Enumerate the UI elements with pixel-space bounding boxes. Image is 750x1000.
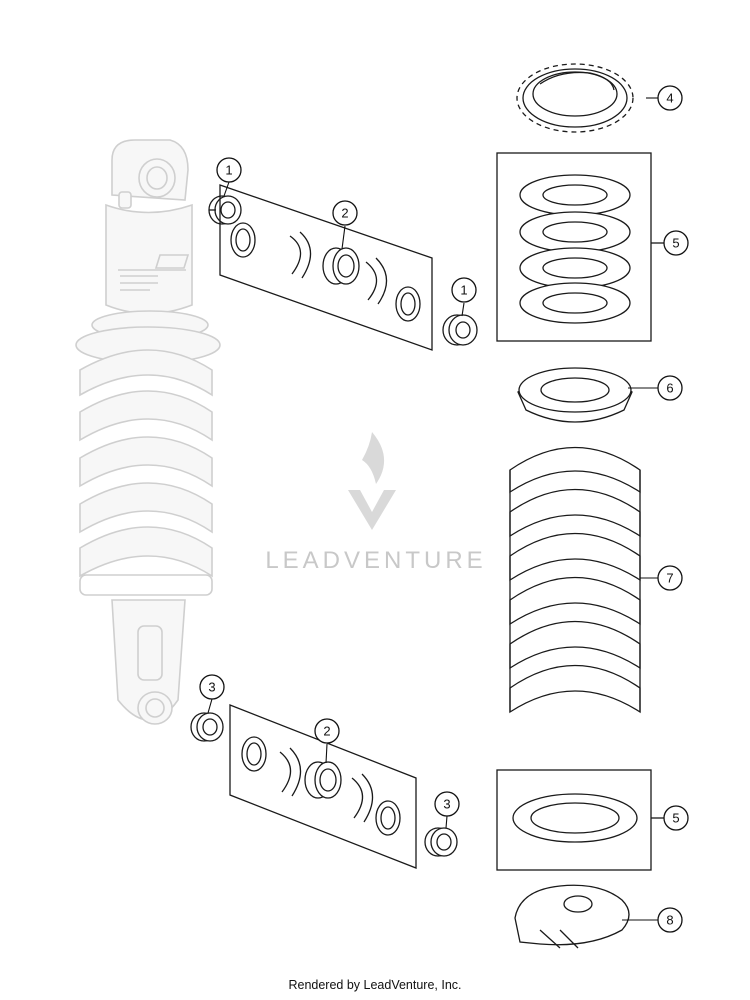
- callout-7: 7: [657, 565, 683, 591]
- shock-spring-drawing: [79, 349, 213, 596]
- part-5-washer-lower: [496, 769, 664, 871]
- callout-label: 7: [666, 571, 673, 586]
- callout-3-lower-right: 3: [434, 791, 460, 817]
- callout-label: 3: [208, 680, 215, 695]
- callout-2-upper: 2: [332, 200, 358, 226]
- callout-label: 2: [341, 206, 348, 221]
- callout-6: 6: [657, 375, 683, 401]
- callout-5-upper: 5: [663, 230, 689, 256]
- callout-5-lower: 5: [663, 805, 689, 831]
- callout-1-upper-left: 1: [216, 157, 242, 183]
- part-3-bushing-lower-right: [424, 827, 458, 857]
- callout-4: 4: [657, 85, 683, 111]
- footer-credit: Rendered by LeadVenture, Inc.: [288, 978, 462, 992]
- leadventure-watermark: LEADVENTURE: [265, 432, 486, 574]
- part-4-adjusting-nut: [516, 63, 634, 133]
- callout-label: 3: [443, 797, 450, 812]
- callout-label: 5: [672, 236, 679, 251]
- callout-2-lower: 2: [314, 718, 340, 744]
- callout-label: 6: [666, 381, 673, 396]
- callout-label: 1: [460, 283, 467, 298]
- part-6-spring-seat: [517, 367, 633, 423]
- callout-8: 8: [657, 907, 683, 933]
- part-8-spring-retainer: [514, 884, 630, 949]
- callout-label: 1: [225, 163, 232, 178]
- part-7-main-spring: [509, 446, 641, 714]
- leader-lines: [207, 97, 658, 921]
- part-2-bearing-kit-upper: [219, 184, 433, 351]
- part-5-washer-set-upper: [496, 152, 664, 342]
- part-2-bearing-kit-lower: [229, 704, 417, 869]
- callout-label: 8: [666, 913, 673, 928]
- callout-label: 5: [672, 811, 679, 826]
- part-1-bushing-upper-right: [442, 314, 478, 346]
- watermark-text: LEADVENTURE: [265, 547, 486, 574]
- callout-3-lower-left: 3: [199, 674, 225, 700]
- part-1-bushing-upper-left: [208, 195, 242, 225]
- callout-label: 4: [666, 91, 673, 106]
- shock-absorber-drawing: [75, 139, 221, 725]
- part-3-bushing-lower-left: [190, 712, 224, 742]
- callout-1-upper-right: 1: [451, 277, 477, 303]
- callout-label: 2: [323, 724, 330, 739]
